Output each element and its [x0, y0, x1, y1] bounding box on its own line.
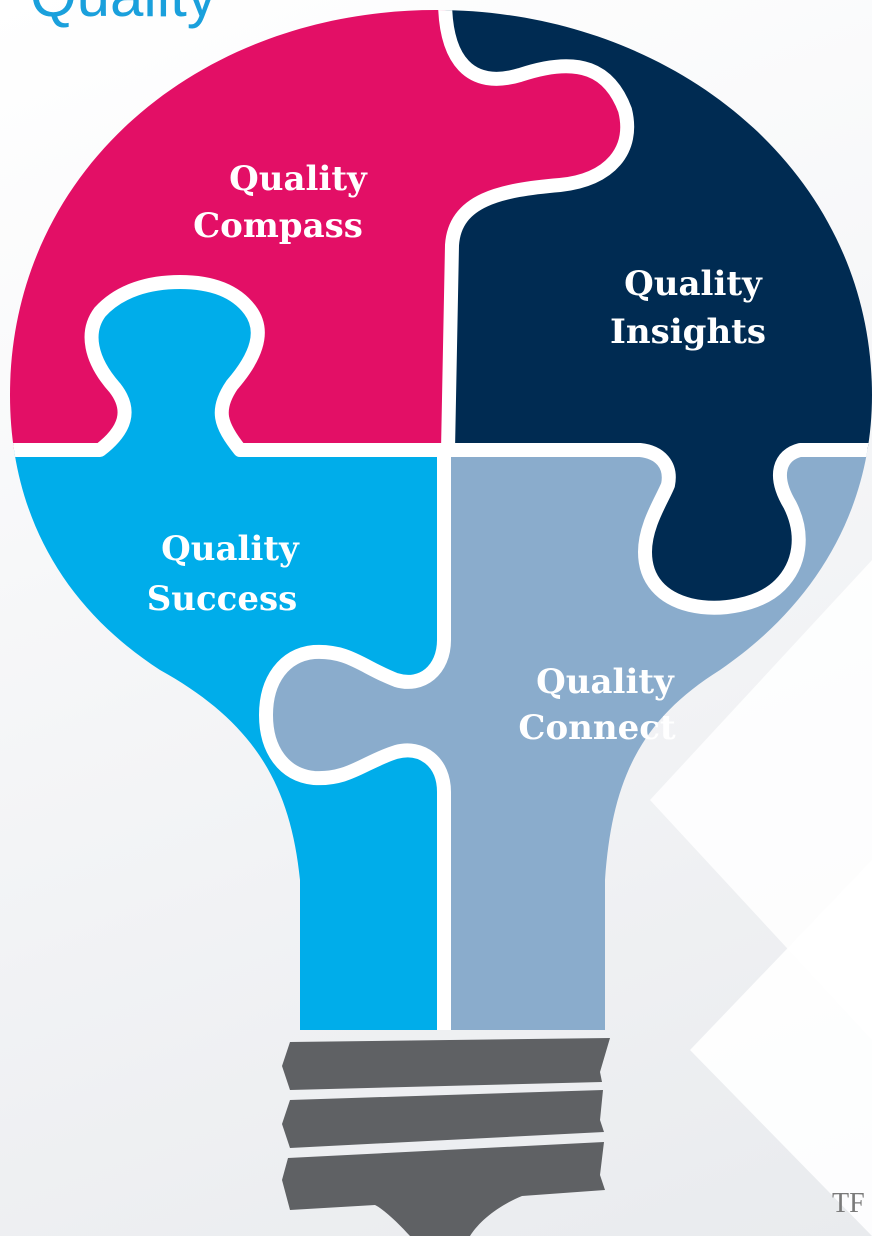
- puzzle-piece-compass: [10, 10, 628, 450]
- bulb-screw-base: [282, 1038, 610, 1236]
- logo-fragment: TF: [832, 1188, 865, 1219]
- insights-label-line1: Quality: [624, 264, 763, 304]
- background-diamonds: [650, 560, 872, 1236]
- puzzle-piece-insights: [445, 10, 872, 608]
- compass-label-line2: Compass: [193, 206, 363, 246]
- page-title-fragment: Quality: [30, 0, 217, 26]
- success-label-line1: Quality: [161, 529, 300, 569]
- success-label-line2: Success: [147, 579, 298, 619]
- compass-label-line1: Quality: [229, 159, 368, 199]
- bulb-base-segment-3: [282, 1142, 605, 1236]
- connect-label-line1: Quality: [536, 662, 675, 702]
- puzzle-seams: [0, 0, 872, 1040]
- insights-label-line2: Insights: [610, 312, 766, 352]
- bulb-base-segment-2: [282, 1090, 604, 1148]
- bulb-base-segment-1: [282, 1038, 610, 1090]
- connect-label-line2: Connect: [518, 708, 676, 748]
